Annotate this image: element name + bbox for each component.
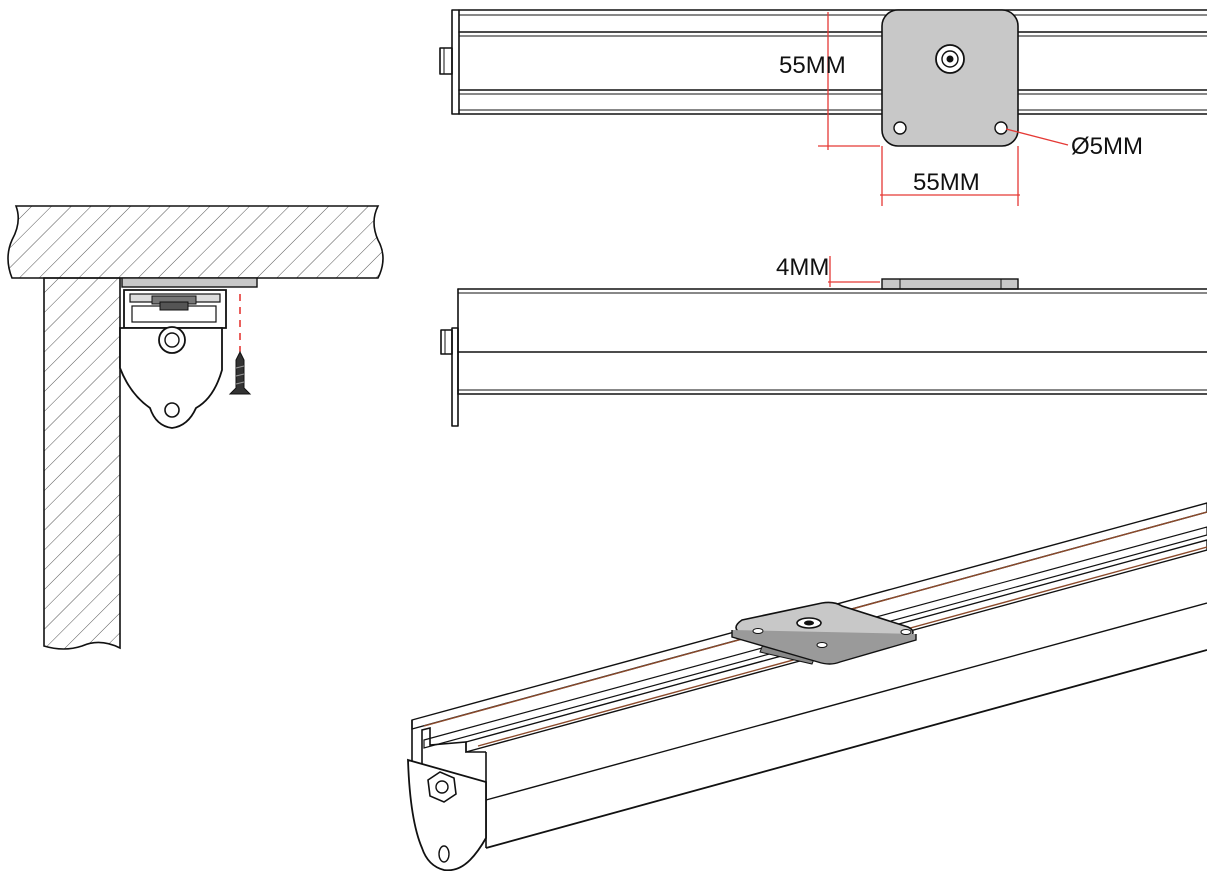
rail-isometric [411,502,1207,849]
installation-section-view [7,205,384,650]
hatched-ceiling-section [7,205,384,279]
mounting-hole-right [994,121,1008,135]
wood-screw [228,350,252,395]
square-mounting-plate [731,601,917,665]
label-plate-width: 55MM [913,169,980,196]
hatched-wall-section [43,277,121,650]
rail-section-bracket [119,289,227,429]
mounting-hole-left [893,121,907,135]
mounting-plate-top-view [881,9,1019,147]
mounting-plate-side-view [881,278,1019,290]
end-bracket-bolt [407,758,487,872]
dimension-lines-top-view [818,12,1069,206]
label-plate-thickness: 4MM [776,254,829,281]
isometric-view [407,502,1207,872]
dimension-lines-side-view [828,256,880,287]
rail-top-view [439,9,1207,115]
label-hole-diameter: Ø5MM [1071,133,1143,160]
top-view: 55MM 55MM Ø5MM [439,9,1207,206]
label-plate-height: 55MM [779,52,846,79]
rail-side-view [440,288,1207,427]
side-view: 4MM [440,254,1207,427]
